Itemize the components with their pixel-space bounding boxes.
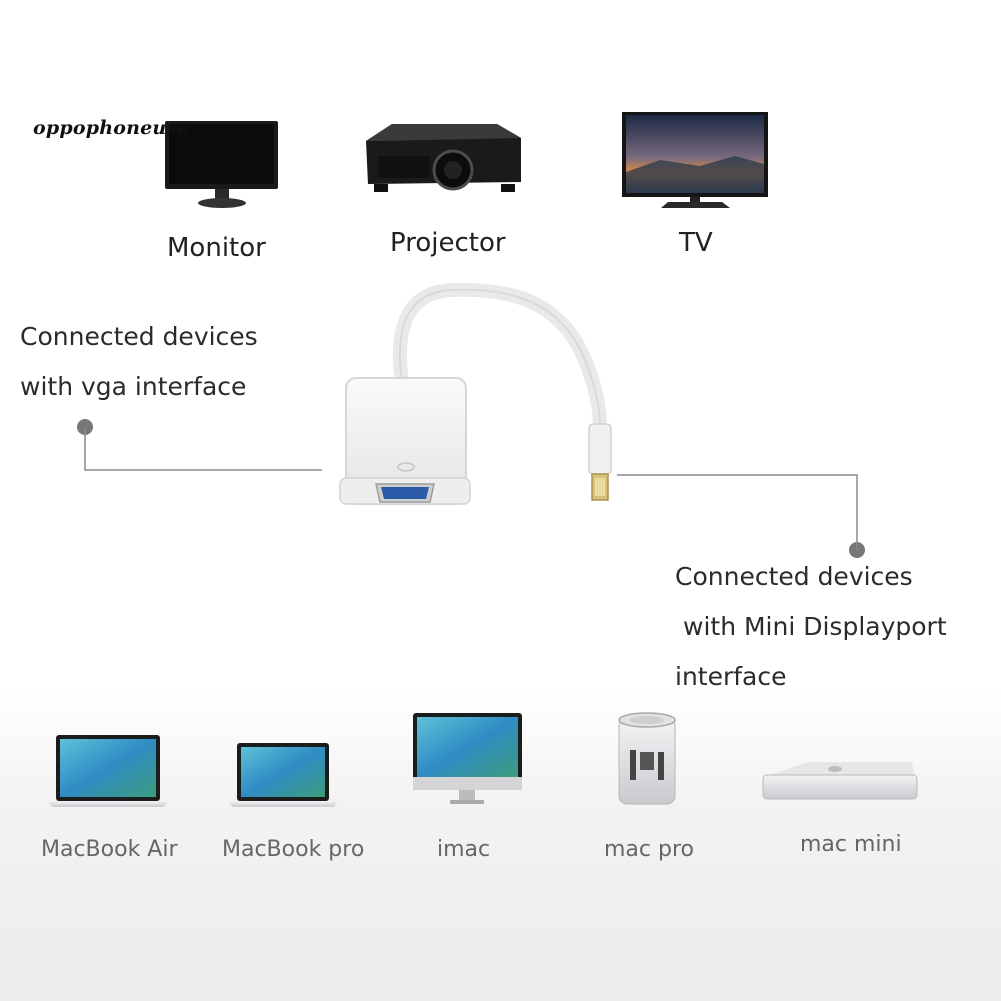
vga-callout-line2: with vga interface: [20, 372, 247, 401]
mac-mini-icon: [762, 762, 918, 800]
tv-label: TV: [679, 228, 713, 258]
imac-icon: [413, 713, 522, 804]
monitor-label: Monitor: [167, 233, 266, 263]
mdp-callout-line2: with Mini Displayport: [683, 612, 947, 641]
macbook-pro-icon: [228, 743, 338, 807]
mdp-callout-line3: interface: [675, 662, 787, 691]
macbook-pro-label: MacBook pro: [222, 837, 365, 862]
mdp-callout-connector: [617, 474, 865, 558]
projector-label: Projector: [390, 228, 506, 258]
imac-label: imac: [437, 837, 491, 862]
mdp-callout-line1: Connected devices: [675, 562, 913, 591]
vga-adapter-icon: [339, 282, 612, 505]
mdp-callout-text: Connected devices with Mini Displayport …: [675, 552, 947, 702]
macbook-air-label: MacBook Air: [41, 837, 178, 862]
mac-pro-label: mac pro: [604, 837, 694, 862]
monitor-icon: [165, 121, 278, 208]
projector-icon: [366, 124, 521, 192]
vga-callout-line1: Connected devices: [20, 322, 258, 351]
watermark-text: oppophoneuse: [33, 117, 190, 139]
mac-mini-label: mac mini: [800, 832, 902, 857]
mac-pro-icon: [618, 712, 676, 805]
tv-icon: [622, 112, 768, 208]
macbook-air-icon: [48, 735, 168, 807]
vga-callout-connector: [77, 419, 322, 471]
vga-callout-text: Connected devices with vga interface: [20, 312, 258, 412]
